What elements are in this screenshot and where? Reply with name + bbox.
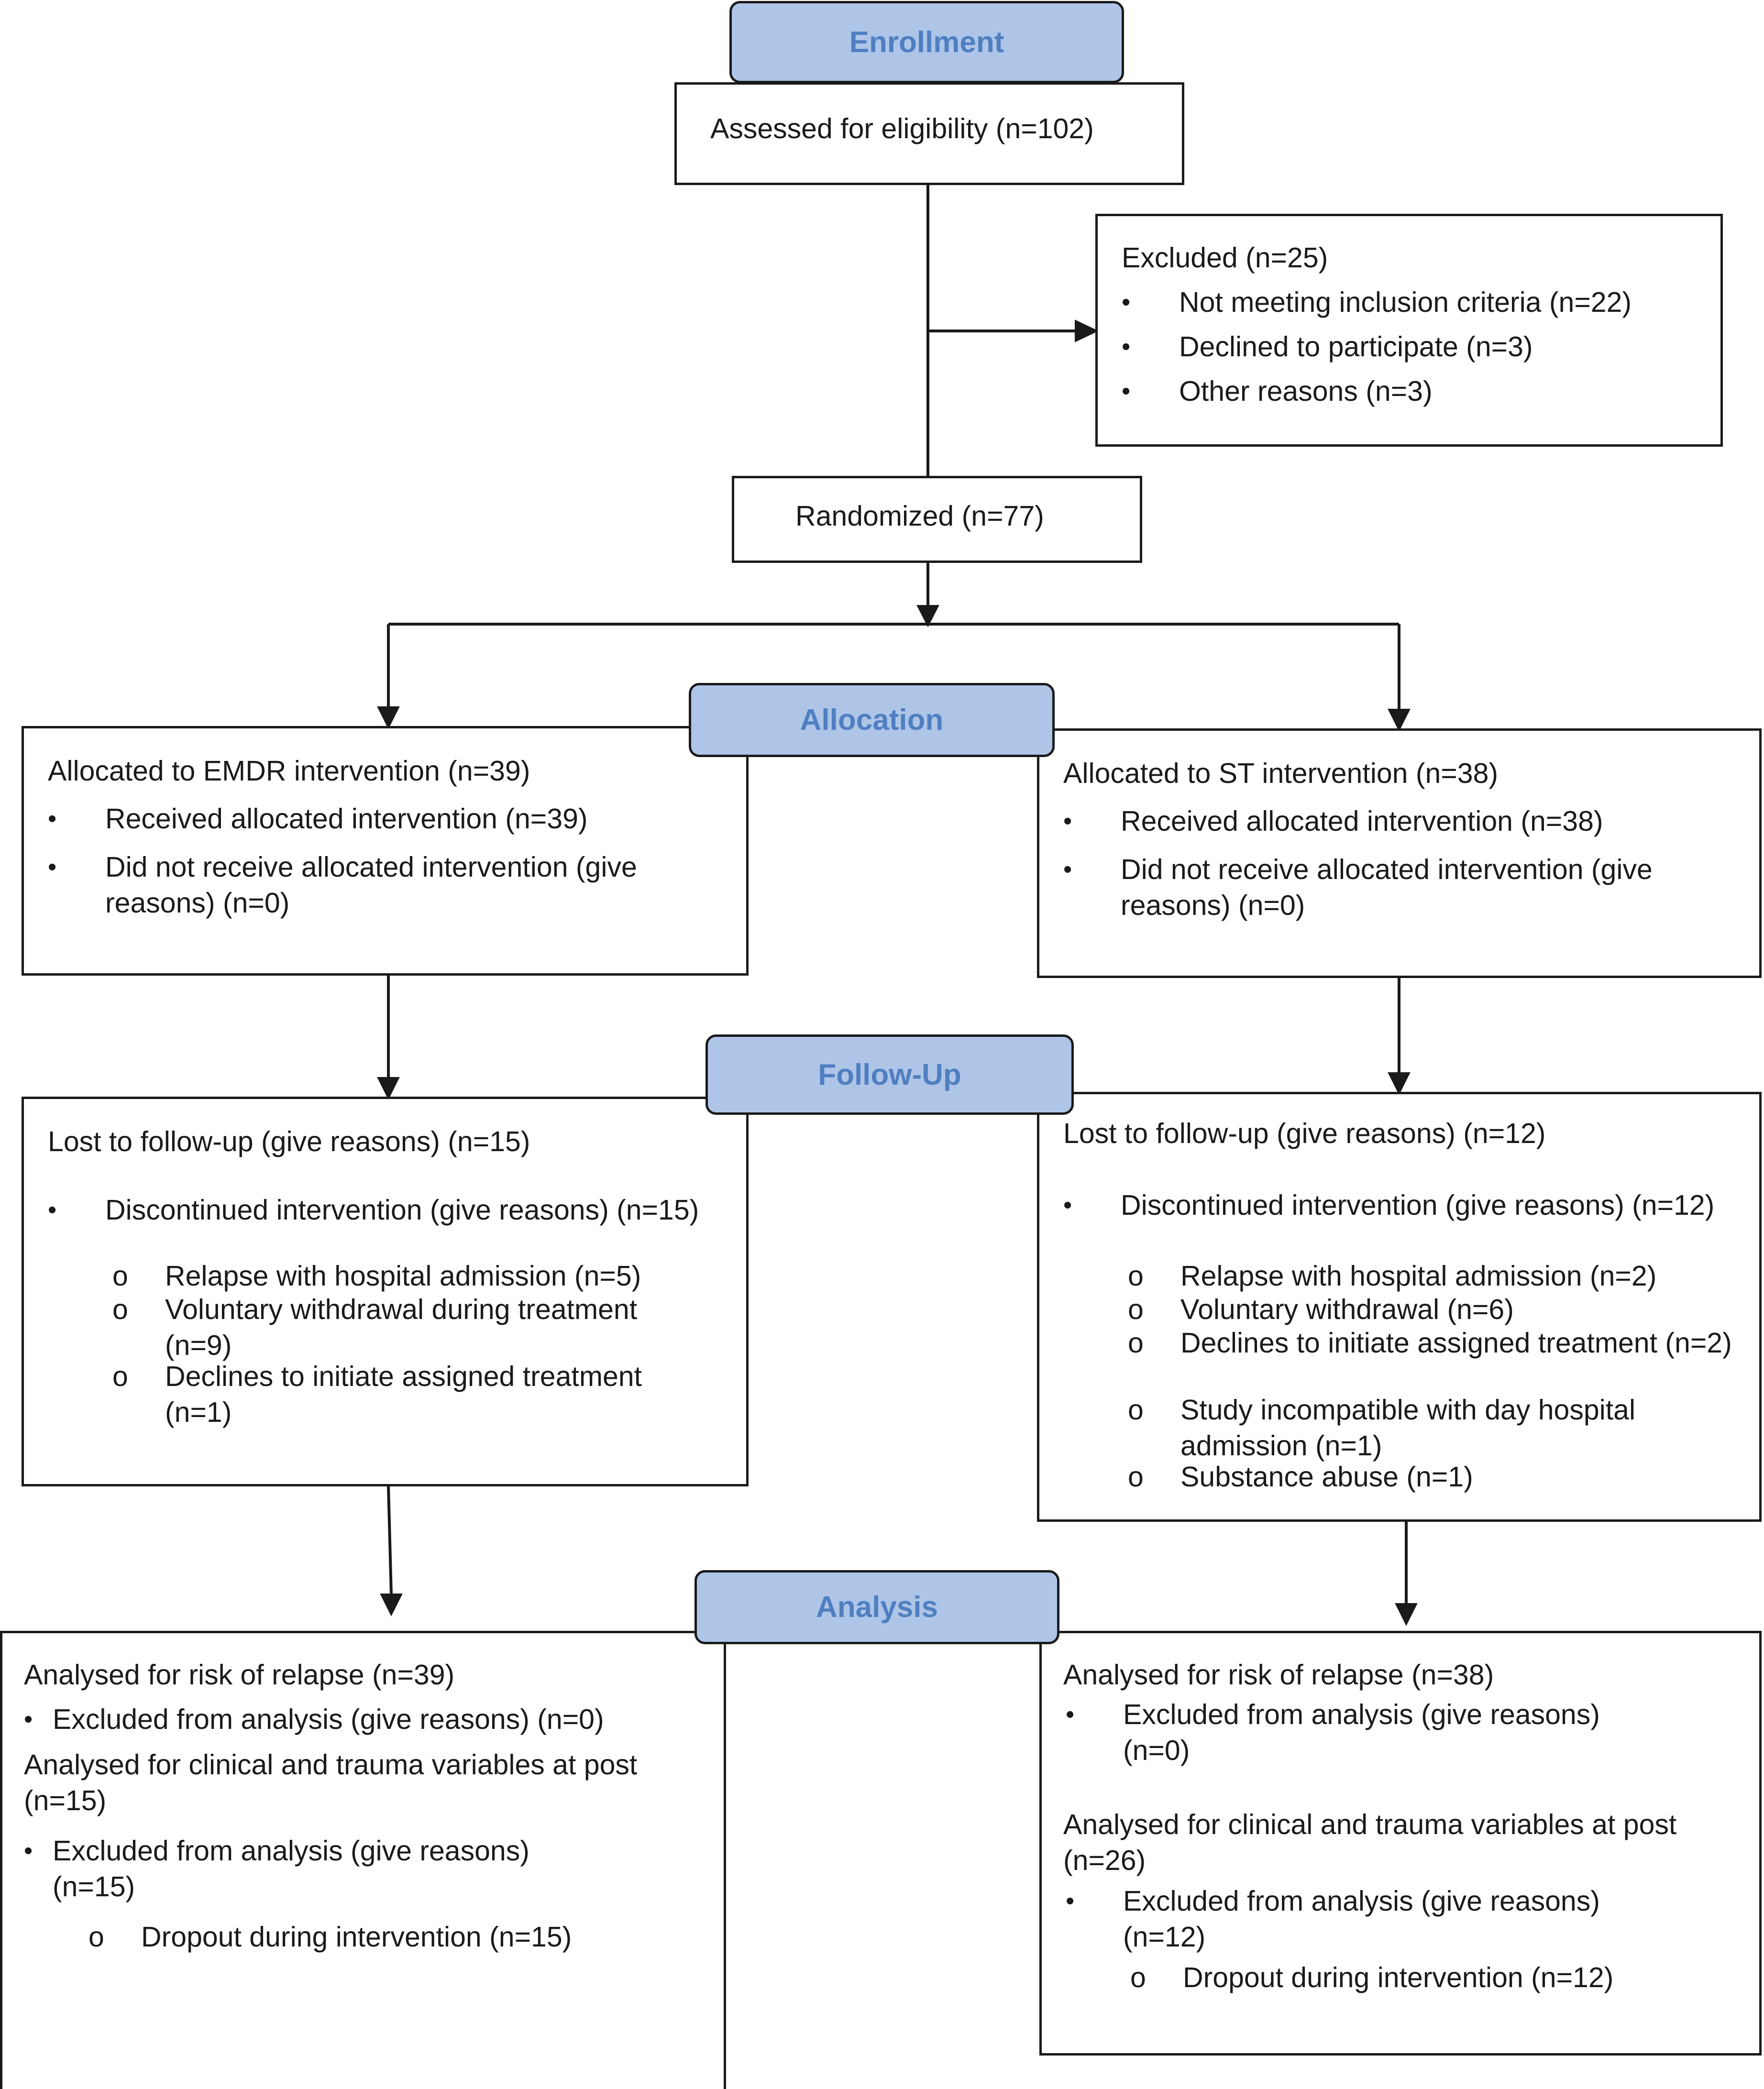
arrowhead-allocation-left [377,706,400,729]
followup-left-title: Lost to follow-up (give reasons) (n=15) [48,1126,530,1157]
analysis-right-clinical-excluded: Excluded from analysis (give reasons) (n… [1066,1883,1649,1955]
analysis-right-relapse-excluded: Excluded from analysis (give reasons) (n… [1066,1697,1649,1769]
arrowhead-analysis-right [1395,1603,1418,1626]
assessed-box: Assessed for eligibility (n=102) [674,82,1184,185]
arrowhead-followup-left [377,1077,400,1100]
followup-right-box: Lost to follow-up (give reasons) (n=12) … [1037,1092,1762,1522]
followup-right-reason: Substance abuse (n=1) [1128,1459,1473,1495]
randomized-text: Randomized (n=77) [795,500,1044,532]
followup-right-reason: Voluntary withdrawal (n=6) [1128,1292,1514,1328]
analysis-right-dropout: Dropout during intervention (n=12) [1130,1960,1613,1996]
arrowhead-followup-right [1388,1072,1411,1095]
excluded-title: Excluded (n=25) [1122,242,1328,274]
allocation-right-received: Received allocated intervention (n=38) [1063,803,1603,839]
followup-right-reason: Declines to initiate assigned treatment … [1128,1325,1732,1361]
followup-right-title: Lost to follow-up (give reasons) (n=12) [1063,1118,1546,1149]
allocation-right-title: Allocated to ST intervention (n=38) [1063,758,1499,789]
followup-left-reason: Declines to initiate assigned treatment … [112,1359,691,1430]
analysis-left-clinical: Analysed for clinical and trauma variabl… [24,1749,638,1816]
allocation-left-box: Allocated to EMDR intervention (n=39) Re… [22,726,749,976]
allocation-right-not-received: Did not receive allocated intervention (… [1063,852,1695,924]
allocation-left-received: Received allocated intervention (n=39) [48,801,587,837]
excluded-item: Not meeting inclusion criteria (n=22) [1122,285,1632,320]
analysis-left-relapse-excluded: Excluded from analysis (give reasons) (n… [24,1702,604,1737]
excluded-item: Other reasons (n=3) [1122,374,1433,409]
arrowhead-randomized [916,605,939,627]
randomized-box: Randomized (n=77) [732,476,1142,563]
analysis-left-box: Analysed for risk of relapse (n=39) Excl… [0,1631,726,2089]
allocation-left-title: Allocated to EMDR intervention (n=39) [48,755,530,787]
excluded-box: Excluded (n=25) Not meeting inclusion cr… [1095,214,1723,447]
assessed-text: Assessed for eligibility (n=102) [710,113,1094,144]
header-allocation: Allocation [689,683,1055,757]
analysis-right-relapse: Analysed for risk of relapse (n=38) [1063,1659,1494,1691]
analysis-left-dropout: Dropout during intervention (n=15) [88,1919,572,1955]
line-to-analysis-left [387,1486,393,1595]
followup-right-reason: Relapse with hospital admission (n=2) [1128,1258,1656,1294]
followup-left-reason: Voluntary withdrawal during treatment (n… [112,1292,691,1363]
arrowhead-analysis-left [380,1594,403,1616]
analysis-left-clinical-excluded: Excluded from analysis (give reasons) (n… [24,1833,579,1905]
followup-left-reason: Relapse with hospital admission (n=5) [112,1258,641,1294]
followup-left-discontinued: Discontinued intervention (give reasons)… [48,1192,699,1228]
arrowhead-excluded [1075,319,1099,342]
arrowhead-allocation-right [1388,709,1411,732]
allocation-right-box: Allocated to ST intervention (n=38) Rece… [1037,728,1762,978]
excluded-item: Declined to participate (n=3) [1122,329,1532,365]
header-analysis: Analysis [695,1570,1059,1644]
analysis-right-clinical: Analysed for clinical and trauma variabl… [1063,1809,1677,1876]
header-follow-up: Follow-Up [706,1034,1074,1115]
analysis-right-box: Analysed for risk of relapse (n=38) Excl… [1039,1631,1762,2056]
header-enrollment: Enrollment [729,1,1124,83]
followup-left-box: Lost to follow-up (give reasons) (n=15) … [22,1097,749,1486]
followup-right-discontinued: Discontinued intervention (give reasons)… [1063,1187,1714,1223]
allocation-left-not-received: Did not receive allocated intervention (… [48,849,679,921]
followup-right-reason: Study incompatible with day hospital adm… [1128,1392,1707,1464]
analysis-left-relapse: Analysed for risk of relapse (n=39) [24,1659,455,1691]
